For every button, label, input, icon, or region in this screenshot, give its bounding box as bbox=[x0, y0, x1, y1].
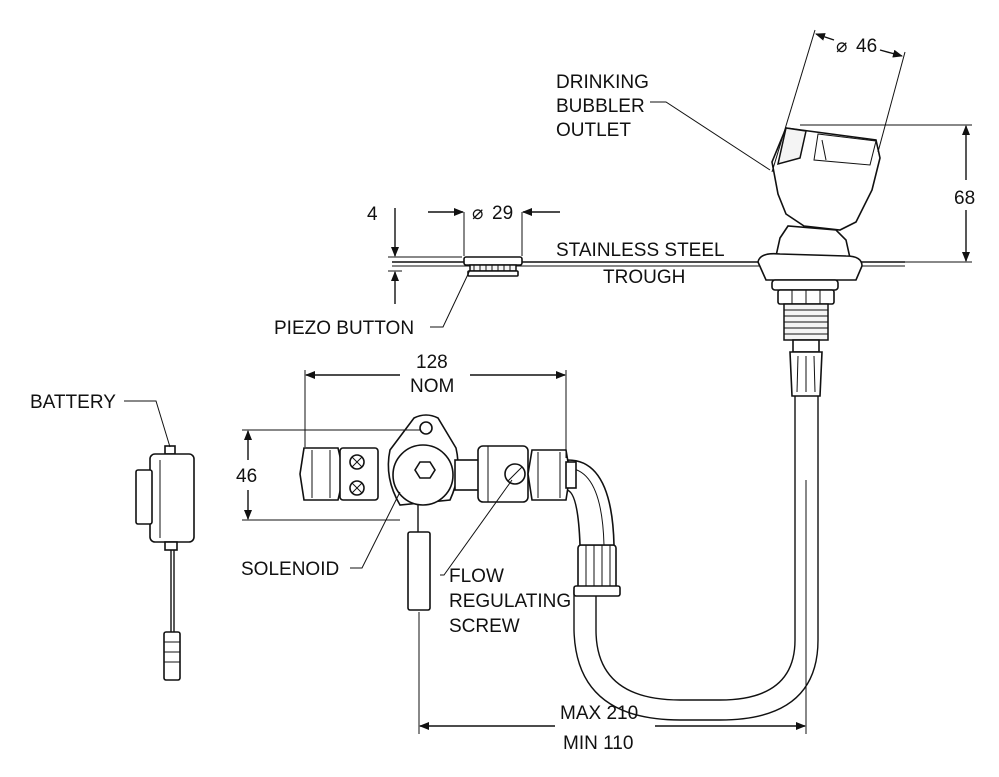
outlet-diameter-dimension bbox=[771, 29, 906, 173]
battery-label: BATTERY bbox=[30, 392, 116, 413]
bubbler-label-line-3: OUTLET bbox=[556, 120, 631, 141]
solenoid-valve-part bbox=[299, 414, 577, 611]
valve-height-dimension bbox=[242, 429, 420, 521]
valve-length-value: 128 bbox=[416, 352, 448, 373]
valve-height-value: 46 bbox=[236, 466, 257, 487]
piezo-button-label: PIEZO BUTTON bbox=[274, 318, 414, 339]
piezo-button-leader bbox=[430, 269, 471, 328]
diameter-symbol: ⌀ bbox=[472, 203, 483, 224]
outlet-diameter-symbol: ⌀ bbox=[836, 36, 847, 57]
flow-screw-leader bbox=[440, 479, 513, 576]
valve-length-label: 128 NOM bbox=[410, 352, 454, 397]
battery-leader bbox=[124, 400, 171, 448]
outlet-height-dimension bbox=[800, 124, 972, 263]
trough-label-line-1: STAINLESS STEEL bbox=[556, 240, 724, 261]
piezo-button-part bbox=[463, 256, 523, 277]
valve-length-note: NOM bbox=[410, 376, 454, 397]
bubbler-outlet-label: DRINKING BUBBLER OUTLET bbox=[556, 72, 654, 141]
solenoid-leader bbox=[350, 491, 401, 569]
bubbler-label-line-2: BUBBLER bbox=[556, 96, 645, 117]
hose-part bbox=[565, 396, 819, 721]
bubbler-outlet-part bbox=[757, 127, 881, 397]
hose-length-min: MIN 110 bbox=[563, 733, 633, 754]
flow-label-line-3: SCREW bbox=[449, 616, 520, 637]
valve-length-dimension bbox=[304, 370, 567, 458]
outlet-diameter-value: 46 bbox=[856, 36, 877, 57]
trough-label-line-2: TROUGH bbox=[603, 267, 685, 288]
flow-label-line-1: FLOW bbox=[449, 566, 504, 587]
bubbler-outlet-leader bbox=[650, 101, 771, 171]
flow-screw-label: FLOW REGULATING SCREW bbox=[449, 566, 576, 637]
hose-length-label: MAX 210 MIN 110 bbox=[560, 703, 643, 754]
trough-label: STAINLESS STEEL TROUGH bbox=[556, 240, 729, 288]
hose-length-dimension bbox=[418, 480, 807, 734]
bubbler-label-line-1: DRINKING bbox=[556, 72, 649, 93]
hose-length-max: MAX 210 bbox=[560, 703, 638, 724]
button-diameter-value: 29 bbox=[492, 203, 513, 224]
battery-part bbox=[135, 445, 195, 681]
button-depth-dimension bbox=[388, 208, 462, 304]
flow-label-line-2: REGULATING bbox=[449, 591, 571, 612]
solenoid-label: SOLENOID bbox=[241, 559, 339, 580]
button-diameter-dimension bbox=[428, 208, 560, 256]
outlet-height-value: 68 bbox=[954, 188, 975, 209]
button-depth-value: 4 bbox=[367, 204, 378, 225]
